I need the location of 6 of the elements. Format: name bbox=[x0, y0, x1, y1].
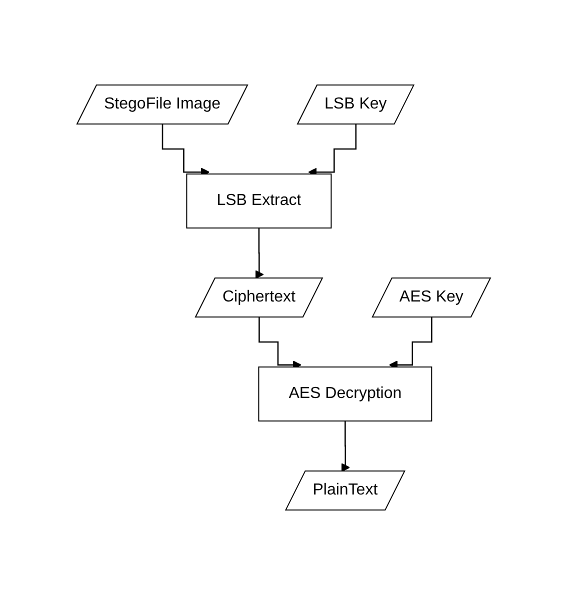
arrow bbox=[162, 123, 210, 176]
arrow bbox=[342, 420, 350, 472]
arrow bbox=[308, 123, 358, 176]
node-box: AES Decryption bbox=[258, 366, 432, 421]
node-box: LSB Extract bbox=[186, 173, 332, 228]
arrow bbox=[255, 226, 264, 278]
